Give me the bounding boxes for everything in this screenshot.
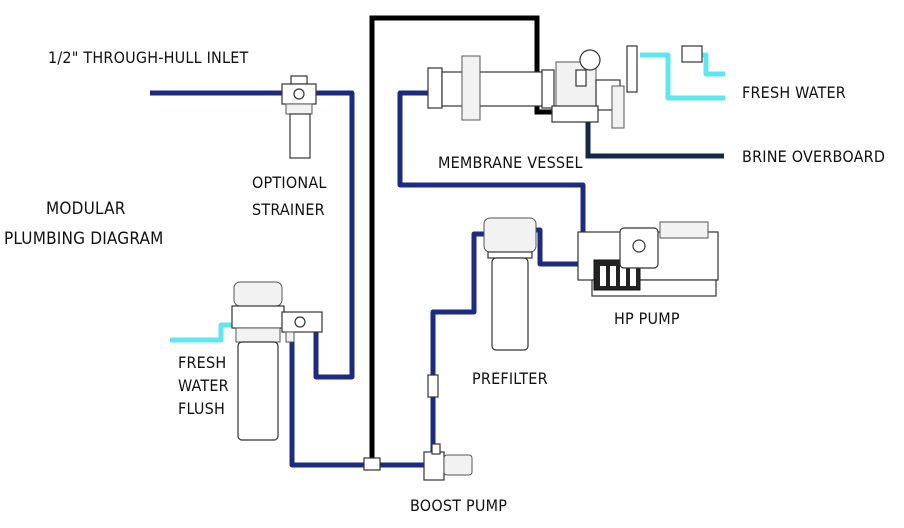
prefilter-label: PREFILTER	[472, 369, 548, 388]
tee-fitting-icon	[363, 457, 381, 471]
boost-pump-label: BOOST PUMP	[410, 496, 507, 515]
fresh-water-label: FRESH WATER	[742, 83, 846, 102]
fresh-water-pipe	[640, 52, 725, 101]
flush-label-line3: FLUSH	[178, 399, 225, 418]
hp-to-membrane-pipe	[397, 90, 586, 232]
prefilter-icon	[483, 217, 537, 351]
brine-label: BRINE OVERBOARD	[742, 147, 885, 166]
high-pressure-pipe	[369, 15, 560, 460]
check-valve-icon	[427, 374, 439, 398]
flush-to-boost-pipe	[289, 335, 430, 468]
fresh-water-pipe-b	[700, 52, 725, 77]
strainer-label-line2: STRAINER	[252, 200, 325, 219]
prefilter-to-hp-pipe	[532, 227, 580, 267]
diagram-title-line2: PLUMBING DIAGRAM	[4, 229, 164, 249]
hp-pump-icon	[577, 221, 719, 297]
hp-pump-label: HP PUMP	[614, 309, 680, 328]
strainer-icon	[281, 75, 317, 159]
flush-label-line2: WATER	[178, 376, 229, 395]
brine-pipe	[585, 120, 724, 159]
boost-pump-icon	[423, 443, 473, 481]
strainer-label-line1: OPTIONAL	[252, 173, 327, 192]
membrane-label: MEMBRANE VESSEL	[438, 153, 583, 172]
diagram-title-line1: MODULAR	[46, 199, 126, 219]
flush-inlet-pipe	[170, 322, 232, 343]
inlet-label: 1/2" THROUGH-HULL INLET	[48, 48, 249, 67]
flush-filter-icon	[231, 281, 323, 441]
flush-label-line1: FRESH	[178, 353, 226, 372]
membrane-vessel-icon	[427, 45, 703, 129]
boost-to-prefilter-pipe	[430, 231, 488, 453]
